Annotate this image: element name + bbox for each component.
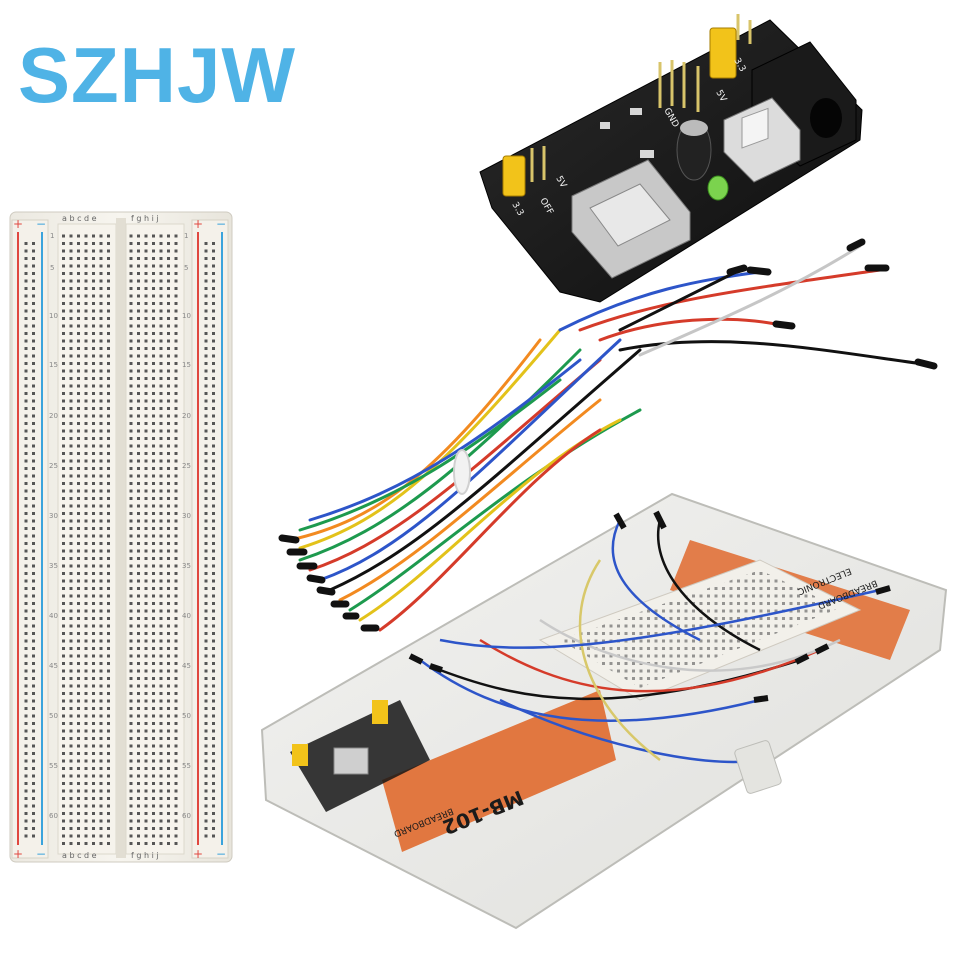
row-number: 10: [182, 312, 191, 320]
row-number: 25: [182, 462, 191, 470]
rail-holes-left: [23, 238, 37, 838]
row-number: 1: [184, 232, 188, 240]
row-number: 30: [49, 512, 58, 520]
rail-plus-symbol: +: [193, 217, 203, 231]
rail-plus-symbol: +: [13, 847, 23, 861]
row-number: 45: [182, 662, 191, 670]
row-number: 40: [49, 612, 58, 620]
terminal-holes-left: [62, 232, 114, 846]
led-green: [707, 175, 729, 201]
jumper-yellow: [709, 27, 737, 79]
column-letters-right: f g h i j: [131, 214, 159, 223]
terminal-holes-right: [129, 232, 181, 846]
row-number: 40: [182, 612, 191, 620]
column-letters-left: a b c d e: [62, 214, 97, 223]
row-number: 10: [49, 312, 58, 320]
row-number: 15: [49, 361, 58, 369]
case-latch: [734, 740, 782, 794]
row-number: 45: [49, 662, 58, 670]
row-number: 50: [49, 712, 58, 720]
row-number: 5: [50, 264, 54, 272]
row-number: 50: [182, 712, 191, 720]
rail-minus-symbol: −: [216, 847, 226, 861]
case-card-orange: [382, 690, 616, 852]
row-number: 1: [50, 232, 54, 240]
brand-logo-text: SZHJW: [18, 31, 296, 119]
storage-case: MB-102 BREADBOARD ELECTRONIC BREADBOARD: [260, 492, 948, 930]
column-letters-right: f g h i j: [131, 851, 159, 860]
row-number: 25: [49, 462, 58, 470]
row-number: 55: [182, 762, 191, 770]
jumper-yellow: [502, 155, 526, 197]
row-numbers-left: 1 5 10 15 20 25 30 35 40 45 50 55 60: [49, 232, 58, 820]
rail-minus-symbol: −: [216, 217, 226, 231]
row-number: 30: [182, 512, 191, 520]
power-supply-module: 5V OFF 3.3 GND 3.3 5V: [479, 14, 863, 303]
row-number: 60: [182, 812, 191, 820]
rail-minus-symbol: −: [36, 847, 46, 861]
cable-tie: [453, 449, 471, 495]
breadboard: + − + − + − + − a b c d e f g h i j a b …: [9, 211, 233, 863]
jumper-wire-bundle: [278, 238, 938, 632]
column-letters-left: a b c d e: [62, 851, 97, 860]
row-number: 5: [184, 264, 188, 272]
row-number: 20: [182, 412, 191, 420]
row-number: 35: [49, 562, 58, 570]
row-number: 60: [49, 812, 58, 820]
rail-minus-symbol: −: [36, 217, 46, 231]
row-numbers-right: 1 5 10 15 20 25 30 35 40 45 50 55 60: [182, 232, 191, 820]
row-number: 20: [49, 412, 58, 420]
row-number: 35: [182, 562, 191, 570]
rail-plus-symbol: +: [13, 217, 23, 231]
row-number: 15: [182, 361, 191, 369]
row-number: 55: [49, 762, 58, 770]
header-pins: [530, 14, 752, 182]
rail-plus-symbol: +: [193, 847, 203, 861]
rail-holes-right: [203, 238, 217, 838]
